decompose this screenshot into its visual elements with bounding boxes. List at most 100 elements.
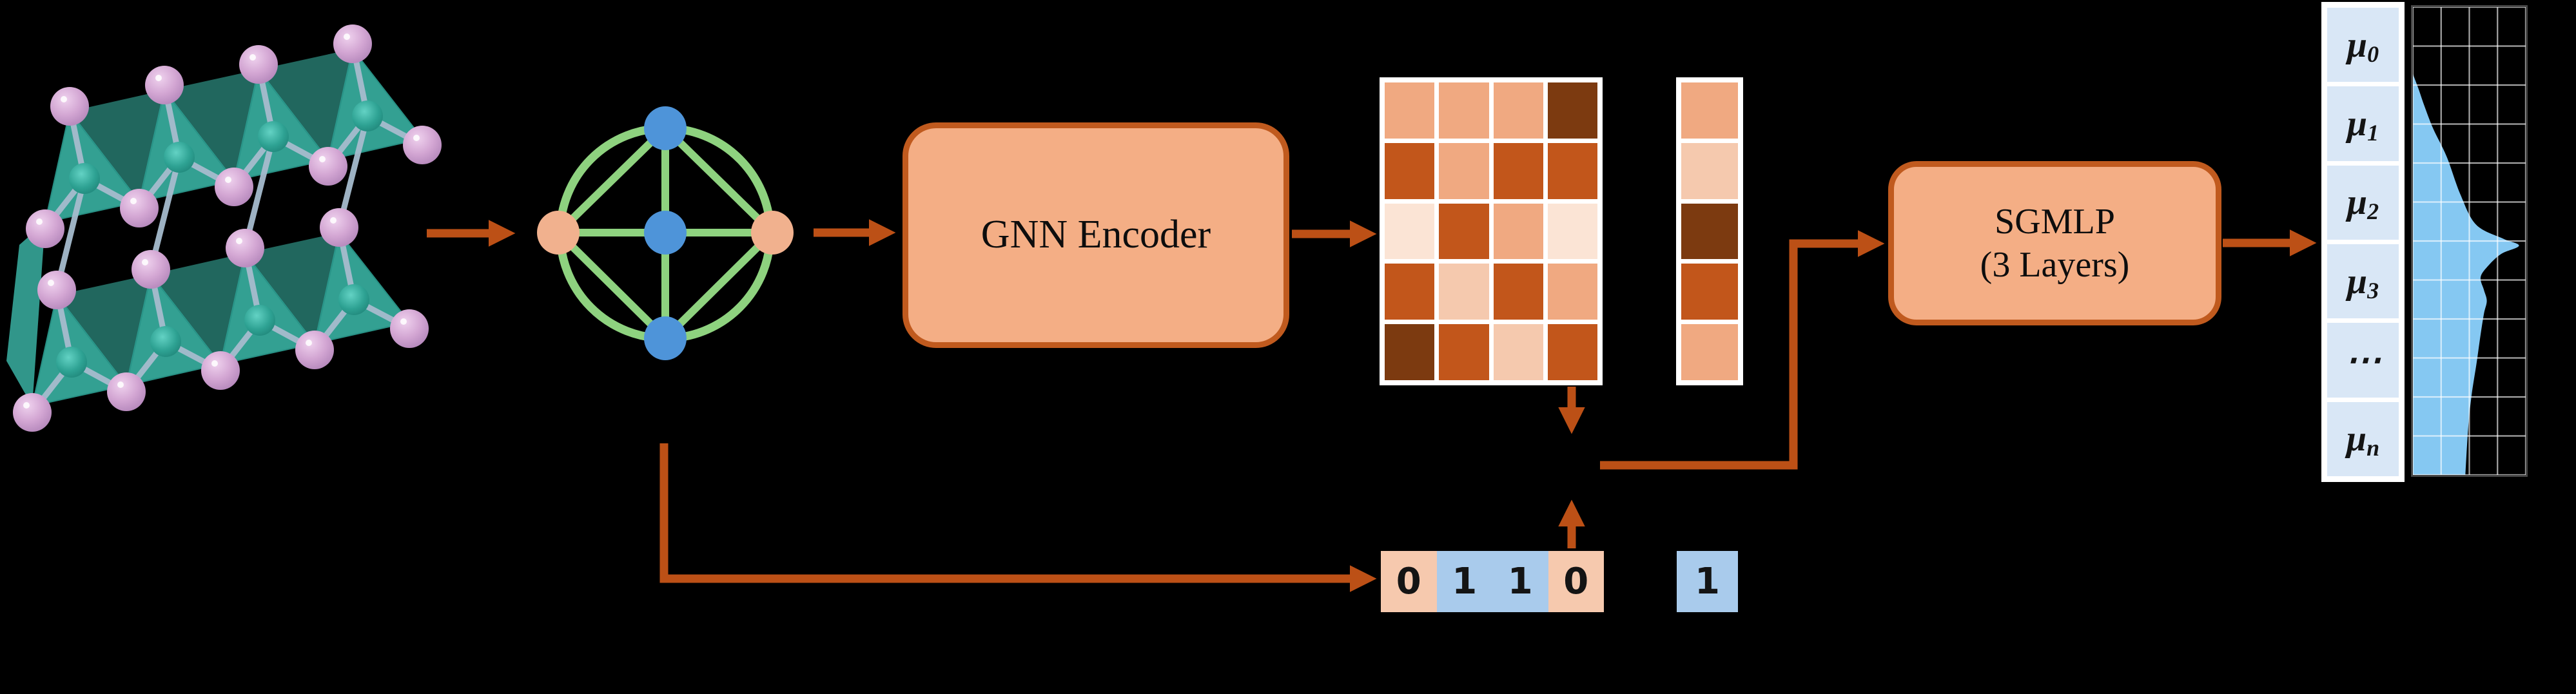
- vector-cell-4: [1681, 324, 1738, 380]
- atom-highlight: [400, 318, 407, 325]
- graph-edge: [555, 125, 668, 236]
- atom-highlight: [236, 238, 242, 244]
- graph-node-left: [537, 211, 580, 255]
- matrix-cell-r0c0: [1385, 82, 1435, 139]
- pink-atom: [120, 189, 159, 227]
- binary-cell-3: 0: [1548, 551, 1604, 612]
- matrix-cell-r4c1: [1439, 324, 1489, 380]
- atom-highlight: [36, 218, 43, 225]
- pink-atom: [107, 372, 146, 411]
- teal-atom: [150, 326, 181, 357]
- sgmlp-label-line1: SGMLP: [1995, 202, 2115, 242]
- atom-highlight: [413, 135, 420, 141]
- matrix-cell-r4c0: [1385, 324, 1435, 380]
- teal-atom: [244, 305, 275, 336]
- mu-cell-4: ⋯: [2327, 323, 2399, 398]
- distribution-plot-svg: [2413, 7, 2526, 475]
- atom-highlight: [306, 340, 312, 346]
- atom-highlight: [319, 156, 326, 162]
- matrix-cell-r1c1: [1439, 142, 1489, 199]
- matrix-cell-r2c1: [1439, 203, 1489, 260]
- graph-illustration: [537, 106, 794, 360]
- pink-atom: [132, 250, 170, 289]
- pink-atom: [215, 168, 253, 206]
- pink-atom: [320, 208, 358, 247]
- graph-edge: [662, 125, 776, 236]
- flow-arrows: [427, 219, 2317, 592]
- atom-highlight: [130, 198, 137, 204]
- mu-cell-subscript: n: [2366, 435, 2380, 461]
- matrix-cell-r3c0: [1385, 264, 1435, 320]
- graph-edge: [662, 229, 776, 342]
- sgmlp-box: SGMLP (3 Layers): [1888, 161, 2221, 325]
- atom-highlight: [344, 34, 350, 40]
- plot-gridlines: [2413, 7, 2526, 475]
- pink-atom: [333, 24, 372, 63]
- binary-cell-label: 1: [1507, 561, 1533, 602]
- gnn-encoder-box: GNN Encoder: [903, 122, 1289, 348]
- gnn-encoder-label: GNN Encoder: [981, 213, 1211, 257]
- pink-atom: [37, 271, 76, 309]
- matrix-cell-r0c1: [1439, 82, 1489, 139]
- pink-atom: [145, 66, 184, 104]
- atom-highlight: [249, 54, 256, 61]
- matrix-cell-r1c2: [1493, 142, 1543, 199]
- matrix-cell-r2c2: [1493, 203, 1543, 260]
- pink-atom: [26, 209, 64, 248]
- crystal-atoms: [13, 24, 442, 432]
- atom-highlight: [225, 177, 231, 183]
- pink-atom: [201, 351, 240, 390]
- distribution-plot: [2411, 5, 2528, 477]
- teal-atom: [164, 142, 195, 173]
- crystal-sheet-face: [6, 222, 45, 406]
- mu-cell-subscript: 1: [2367, 119, 2379, 146]
- vector-cell-0: [1681, 82, 1738, 139]
- vector-cell-2: [1681, 203, 1738, 260]
- mu-cell-subscript: 0: [2367, 41, 2379, 67]
- crystal-sheet-face: [57, 275, 151, 385]
- atom-highlight: [155, 75, 162, 81]
- binary-cell-label: 0: [1563, 561, 1589, 602]
- matrix-cell-r3c1: [1439, 264, 1489, 320]
- matrix-cell-r2c3: [1547, 203, 1597, 260]
- mu-cell-symbol: μ: [2347, 24, 2368, 65]
- graph-node-top: [644, 106, 687, 150]
- crystal-sheet-face: [70, 90, 164, 202]
- matrix-cell-r3c3: [1547, 264, 1597, 320]
- pink-atom: [13, 393, 52, 432]
- matrix-cell-r2c0: [1385, 203, 1435, 260]
- matrix-cell-r1c3: [1547, 142, 1597, 199]
- pooled-embedding-vector: [1676, 77, 1743, 385]
- mu-cell-symbol: ⋯: [2345, 340, 2381, 380]
- crystal-sheet-face: [151, 253, 245, 364]
- atom-highlight: [117, 381, 124, 388]
- pink-atom: [50, 87, 89, 126]
- sgmlp-label-line2: (3 Layers): [1980, 244, 2130, 285]
- binary-cell-0: 0: [1381, 551, 1437, 612]
- crystal-sheet-face: [164, 70, 259, 180]
- binary-cell-2: 1: [1492, 551, 1548, 612]
- mu-cell-subscript: 3: [2367, 277, 2379, 304]
- mu-cell-symbol: μ: [2347, 261, 2368, 302]
- crystal-sheet-face: [245, 233, 339, 343]
- pink-atom: [295, 331, 334, 369]
- crystal-structure-illustration: [6, 24, 442, 432]
- mu-cell-subscript: 2: [2367, 198, 2379, 225]
- pink-atom: [309, 147, 347, 186]
- pink-atom: [403, 126, 442, 164]
- graph-node-bottom: [644, 316, 687, 360]
- flow-arrow: [659, 443, 1377, 592]
- teal-atom: [56, 347, 87, 378]
- extra-binary-cell-label: 1: [1695, 561, 1720, 602]
- crystal-sheet-face: [259, 49, 353, 160]
- matrix-cell-r0c3: [1547, 82, 1597, 139]
- flow-arrow: [1600, 230, 1885, 470]
